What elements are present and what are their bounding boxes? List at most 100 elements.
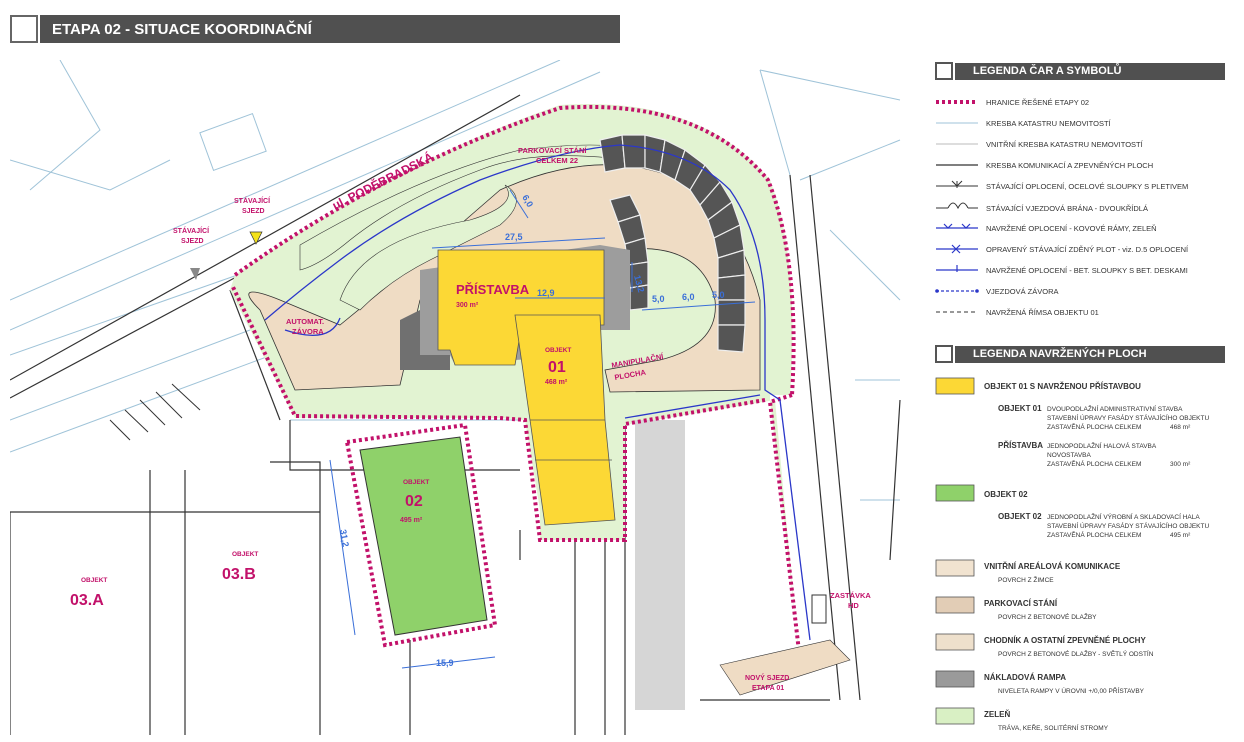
pristavba-area: 300 m² — [456, 302, 479, 309]
legend-areas: OBJEKT 01 S NAVRŽENOU PŘÍSTAVBOU OBJEKT … — [935, 377, 1209, 732]
legend-symbol-existing-fence — [936, 180, 978, 188]
legend-item-title: VNITŘNÍ AREÁLOVÁ KOMUNIKACE — [984, 562, 1121, 571]
legend-line-8: OPRAVENÝ STÁVAJÍCÍ ZDĚNÝ PLOT - viz. D.5… — [986, 245, 1189, 254]
building-01 — [437, 249, 616, 526]
legend-area-item: CHODNÍK A OSTATNÍ ZPEVNĚNÉ PLOCHY POVRCH… — [935, 633, 1154, 658]
dim-5-0-b: 5,0 — [712, 290, 725, 300]
legend-area-item: ZELEŇ TRÁVA, KEŘE, SOLITÉRNÍ STROMY — [935, 707, 1109, 732]
legend-line-3: VNITŘNÍ KRESBA KATASTRU NEMOVITOSTÍ — [986, 140, 1144, 149]
new-driveway-label-2: ETAPA 01 — [752, 685, 784, 692]
title-checkbox — [10, 15, 38, 43]
swatch-ramp — [935, 670, 975, 688]
legend-obj02-l3: ZASTAVĚNÁ PLOCHA CELKEM — [1047, 530, 1141, 539]
legend-symbol-proposed-fence — [936, 223, 978, 229]
road-lines — [10, 94, 901, 735]
obj02-num: 02 — [405, 493, 423, 510]
grey-strip — [635, 420, 685, 710]
obj03a-label: OBJEKT — [81, 577, 107, 584]
legend-obj01-sub1-l3: ZASTAVĚNÁ PLOCHA CELKEM — [1047, 422, 1141, 431]
dim-6-0-b: 6,0 — [682, 292, 695, 302]
legend-line-9: NAVRŽENÉ OPLOCENÍ - BET. SLOUPKY S BET. … — [986, 266, 1188, 275]
new-driveway-label-1: NOVÝ SJEZD — [745, 673, 789, 682]
legend-item-sub: NIVELETA RAMPY V ÚROVNI +/0,00 PŘÍSTAVBY — [998, 686, 1145, 695]
obj03a-num: 03.A — [70, 592, 104, 609]
zastavka-label-2: HD — [848, 601, 859, 610]
obj03b-num: 03.B — [222, 566, 256, 583]
obj02-area: 495 m² — [400, 517, 423, 524]
dim-15-9: 15,9 — [436, 658, 454, 668]
legend-symbol-gate — [936, 202, 978, 210]
site-plan: ul. PODĚBRADSKÁ PARKOVACÍ STÁNÍ CELKEM 2… — [10, 60, 901, 735]
legend-obj01-sub2-l1: JEDNOPODLAŽNÍ HALOVÁ STAVBA — [1047, 441, 1157, 450]
legend-obj01-sub2-l2: NOVOSTAVBA — [1047, 452, 1091, 459]
legend-item-title: CHODNÍK A OSTATNÍ ZPEVNĚNÉ PLOCHY — [984, 636, 1146, 645]
legend-item-title: NÁKLADOVÁ RAMPA — [984, 673, 1066, 682]
legend-area-item: VNITŘNÍ AREÁLOVÁ KOMUNIKACE POVRCH Z ŽIM… — [935, 559, 1121, 584]
legend-lines-checkbox — [935, 62, 953, 80]
sjezd2-label-2: SJEZD — [181, 238, 204, 245]
legend-item-sub: POVRCH Z BETONOVÉ DLAŽBY - SVĚTLÝ ODSTÍN — [998, 649, 1154, 658]
parking-label-1: PARKOVACÍ STÁNÍ — [518, 146, 587, 155]
legend-symbol-barrier — [935, 289, 979, 293]
legend-item-title: ZELEŇ — [984, 710, 1010, 719]
legend-item-title: PARKOVACÍ STÁNÍ — [984, 599, 1058, 608]
sjezd1-label-2: SJEZD — [242, 208, 265, 215]
legend-obj02-l1: JEDNOPODLAŽNÍ VÝROBNÍ A SKLADOVACÍ HALA — [1047, 512, 1200, 521]
entrance-marker-grey — [190, 268, 200, 280]
legend-symbol-repaired-wall — [936, 244, 978, 254]
obj02-label: OBJEKT — [403, 479, 429, 486]
dim-12-9: 12,9 — [537, 288, 555, 298]
swatch-internal-road — [935, 559, 975, 577]
dim-5-0-a: 5,0 — [652, 294, 665, 304]
sjezd1-label-1: STÁVAJÍCÍ — [234, 196, 271, 205]
legend-symbol-concrete-fence — [936, 265, 978, 272]
obj03b-label: OBJEKT — [232, 551, 258, 558]
dim-27-5: 27,5 — [505, 232, 523, 242]
new-driveway — [719, 639, 851, 696]
roadside-parking — [109, 383, 201, 441]
swatch-objekt-01 — [935, 377, 975, 395]
swatch-objekt-02 — [935, 484, 975, 502]
legend-lines: HRANICE ŘEŠENÉ ETAPY 02 KRESBA KATASTRU … — [935, 98, 1189, 317]
legend-lines-title: LEGENDA ČAR A SYMBOLŮ — [955, 62, 1225, 80]
parking-stalls — [599, 134, 746, 353]
legend-line-6: STÁVAJÍCÍ VJEZDOVÁ BRÁNA - DVOUKŘÍDLÁ — [986, 204, 1148, 213]
proposed-fence — [264, 144, 811, 641]
obj01-label: OBJEKT — [545, 347, 571, 354]
legend-obj01-title: OBJEKT 01 S NAVRŽENOU PŘÍSTAVBOU — [984, 382, 1141, 391]
legend-obj01-sub2-val: 300 m² — [1170, 461, 1191, 468]
legend-item-sub: TRÁVA, KEŘE, SOLITÉRNÍ STROMY — [998, 723, 1109, 732]
obj01-area: 468 m² — [545, 379, 568, 386]
swatch-parking — [935, 596, 975, 614]
legend-obj02-title: OBJEKT 02 — [984, 490, 1028, 499]
legend-lines-header: LEGENDA ČAR A SYMBOLŮ — [935, 62, 1225, 80]
legend-line-11: NAVRŽENÁ ŘÍMSA OBJEKTU 01 — [986, 308, 1099, 317]
legend-obj02-sub-label: OBJEKT 02 — [998, 512, 1042, 521]
zavora-label-2: ZÁVORA — [292, 327, 324, 336]
legend-obj01-sub2-label: PŘÍSTAVBA — [998, 441, 1043, 450]
legend-obj01-sub1-l2: STAVEBNÍ ÚPRAVY FASÁDY STÁVAJÍCÍHO OBJEK… — [1047, 413, 1209, 422]
legend-obj02-val: 495 m² — [1170, 532, 1191, 539]
dim-13-2: 13,2 — [632, 274, 646, 294]
dimension-lines — [329, 189, 756, 669]
building-02 — [359, 436, 488, 636]
ramp-dark — [400, 310, 450, 370]
legend-line-2: KRESBA KATASTRU NEMOVITOSTÍ — [986, 119, 1112, 128]
legend-obj01-sub1-label: OBJEKT 01 — [998, 404, 1042, 413]
legend-areas-checkbox — [935, 345, 953, 363]
legend-areas-title: LEGENDA NAVRŽENÝCH PLOCH — [955, 345, 1225, 363]
zastavka-label-1: ZASTÁVKA — [830, 591, 871, 600]
legend-item-sub: POVRCH Z BETONOVÉ DLAŽBY — [998, 612, 1097, 621]
zavora-label-1: AUTOMAT. — [286, 317, 324, 326]
legend-line-1: HRANICE ŘEŠENÉ ETAPY 02 — [986, 98, 1089, 107]
legend-line-5: STÁVAJÍCÍ OPLOCENÍ, OCELOVÉ SLOUPKY S PL… — [986, 182, 1188, 191]
legend-areas-header: LEGENDA NAVRŽENÝCH PLOCH — [935, 345, 1225, 363]
parking-label-2: CELKEM 22 — [536, 156, 578, 165]
grass-island — [339, 184, 517, 311]
dim-31-2: 31,2 — [338, 529, 351, 548]
pristavba-label: PŘÍSTAVBA — [456, 282, 530, 297]
cadastre-lines — [10, 60, 901, 501]
legend-area-item: NÁKLADOVÁ RAMPA NIVELETA RAMPY V ÚROVNI … — [935, 670, 1145, 695]
legend-obj02-l2: STAVEBNÍ ÚPRAVY FASÁDY STÁVAJÍCÍHO OBJEK… — [1047, 521, 1209, 530]
legend-area-item: PARKOVACÍ STÁNÍ POVRCH Z BETONOVÉ DLAŽBY — [935, 596, 1097, 621]
